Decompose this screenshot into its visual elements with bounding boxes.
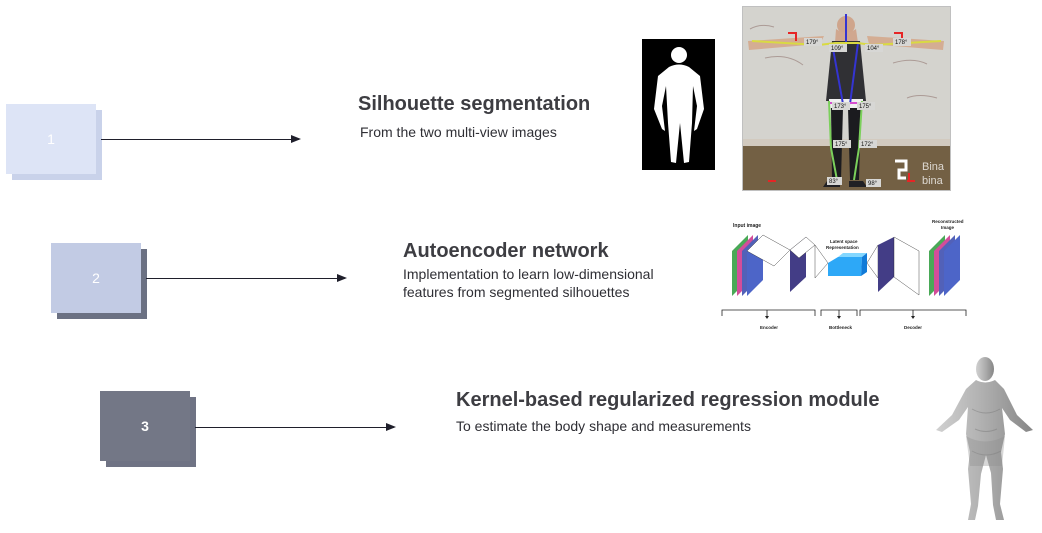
step-2-title: Autoencoder network xyxy=(403,240,609,262)
step-3-box: 3 xyxy=(100,391,196,467)
step-1-arrow xyxy=(101,135,301,143)
photo-right-ankle-label: 98° xyxy=(868,181,878,187)
step-2-arrow xyxy=(146,274,347,282)
photo-left-knee-label: 175° xyxy=(835,142,848,148)
network-output-label-line-2: Image xyxy=(941,225,955,230)
body-mesh-image xyxy=(928,354,1039,524)
step-1-title: Silhouette segmentation xyxy=(358,93,591,115)
photo-right-knee-label: 172° xyxy=(861,142,874,148)
network-output-label-line-1: Reconstructed xyxy=(932,219,964,224)
photo-right-hip-label: 175° xyxy=(859,104,872,110)
multi-view-photo: 179° 109° 104° 178° 173° 175° 175° 172° … xyxy=(742,6,951,191)
network-latent-label-line-1: Latent space xyxy=(830,239,858,244)
step-1-box: 1 xyxy=(6,104,102,180)
step-2-description: Implementation to learn low-dimensional … xyxy=(403,266,654,300)
silhouette-image xyxy=(642,39,715,170)
step-2-box: 2 xyxy=(51,243,147,319)
photo-left-arm-label: 179° xyxy=(806,40,819,46)
step-3-title: Kernel-based regularized regression modu… xyxy=(456,389,880,411)
network-bottleneck-label: Bottleneck xyxy=(829,325,853,330)
photo-right-arm-label: 178° xyxy=(895,40,908,46)
photo-left-ankle-label: 83° xyxy=(829,179,839,185)
step-1-number: 1 xyxy=(6,104,96,174)
photo-right-shoulder-label: 104° xyxy=(867,46,880,52)
silhouette-graphic xyxy=(642,39,715,170)
step-1-description: From the two multi-view images xyxy=(360,124,557,140)
network-latent-label-line-2: Representation xyxy=(826,245,859,250)
network-input-label: Input image xyxy=(733,223,761,229)
photo-watermark-bottom: bina xyxy=(922,175,944,187)
step-3-description: To estimate the body shape and measureme… xyxy=(456,418,751,434)
step-2-number: 2 xyxy=(51,243,141,313)
network-encoder-label: Encoder xyxy=(760,325,778,330)
photo-left-shoulder-label: 109° xyxy=(831,46,844,52)
photo-left-hip-label: 173° xyxy=(834,104,847,110)
body-mesh-graphic xyxy=(936,357,1033,520)
photo-watermark-top: Bina xyxy=(922,161,945,173)
autoencoder-graphic: Input image Latent space Representation … xyxy=(721,219,967,330)
autoencoder-diagram: Input image Latent space Representation … xyxy=(720,215,967,337)
step-3-number: 3 xyxy=(100,391,190,461)
step-3-arrow xyxy=(195,423,396,431)
pose-photo-graphic: 179° 109° 104° 178° 173° 175° 175° 172° … xyxy=(743,7,950,190)
network-decoder-label: Decoder xyxy=(904,325,922,330)
